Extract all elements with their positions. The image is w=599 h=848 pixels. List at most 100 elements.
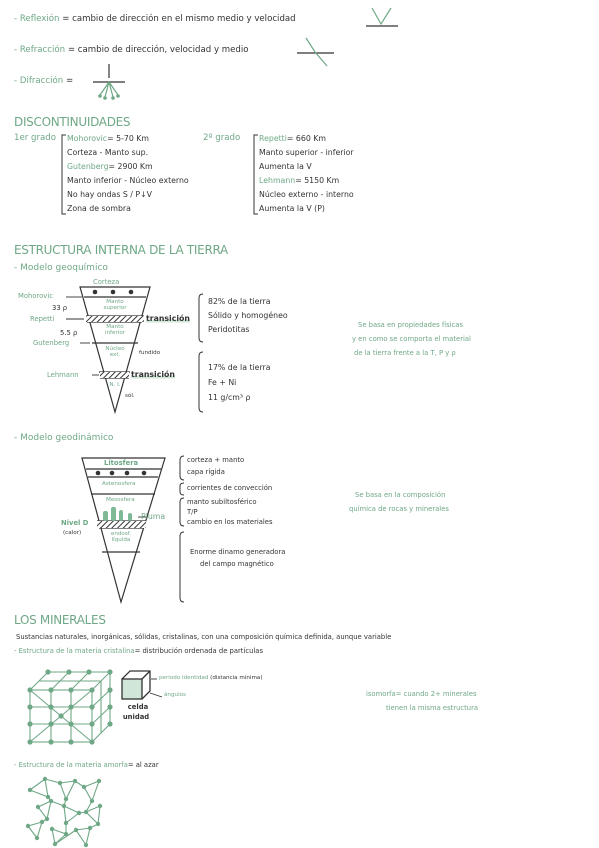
periodo-line: periodo identidad (distancia mínima): [159, 675, 263, 682]
angulos-label: ángulos: [164, 692, 186, 698]
first-line-1: Corteza - Manto sup.: [67, 148, 149, 157]
unit-cell-drawing: [121, 670, 151, 700]
manto-sup-label: Manto superior: [103, 299, 127, 311]
periodo-def: (distancia mínima): [210, 675, 263, 681]
celda-label-1: unidad: [122, 713, 150, 721]
reflexion-def: = cambio de dirección en el mismo medio …: [62, 14, 296, 24]
first-line-0: Mohorovic= 5-70 Km: [67, 135, 149, 143]
isomorfa-def: = cuando 2+ minerales: [395, 690, 477, 698]
geodinamico-title: - Modelo geodinámico: [14, 433, 114, 443]
amorfa-line: - Estructura de la materia amorfa= al az…: [14, 762, 159, 769]
lehmann-name: Lehmann: [259, 176, 296, 185]
geo-note1-1: Sólido y homogéneo: [208, 311, 288, 320]
geo-mohorovic-label: Mohorovic: [18, 292, 53, 300]
geo-side-0: Se basa en propiedades físicas: [358, 321, 463, 329]
first-line-2: Gutenberg= 2900 Km: [67, 163, 153, 171]
first-line-5: Zona de sombra: [67, 204, 131, 213]
cristalina-term: - Estructura de la materia cristalina: [14, 647, 135, 655]
reflexion-line: - Reflexión = cambio de dirección en el …: [14, 14, 296, 24]
transicion-1-label: transición: [146, 314, 190, 323]
minerales-definicion: Sustancias naturales, inorgánicas, sólid…: [16, 633, 392, 641]
litosfera-label: Litosfera: [104, 459, 139, 467]
periodo-term: periodo identidad: [159, 675, 209, 681]
endosfera-label: endosf. líquida: [110, 531, 132, 543]
solido-label: sól.: [125, 393, 135, 399]
fundido-label: fundido: [139, 350, 161, 356]
dyn-side-1: química de rocas y minerales: [349, 505, 449, 513]
geo-side-1: y en como se comporta el material: [352, 335, 471, 343]
astenosfera-label: Astenosfera: [102, 481, 136, 487]
isomorfa-line: isomorfa= cuando 2+ minerales: [366, 691, 477, 698]
nucleo-int-label: N. I.: [109, 382, 121, 388]
geo-note1-2: Peridotitas: [208, 325, 250, 334]
second-line-1: Manto superior - inferior: [259, 148, 354, 157]
geodynamic-cone-drawing: [81, 457, 166, 605]
repetti-value: = 660 Km: [286, 134, 326, 143]
dyn-side-0: Se basa en la composición: [355, 491, 446, 499]
first-line-4: No hay ondas S / P↓V: [67, 190, 152, 199]
pluma-label: Pluma: [141, 512, 166, 521]
lehmann-value: = 5150 Km: [295, 176, 340, 185]
amorfa-term: - Estructura de la materia amorfa: [14, 761, 128, 769]
reflexion-term: Reflexión: [19, 14, 60, 24]
repetti-name: Repetti: [259, 134, 287, 143]
refraction-icon: [297, 37, 334, 67]
discontinuidades-title: DISCONTINUIDADES: [14, 115, 131, 129]
second-line-5: Aumenta la V (P): [259, 204, 325, 213]
manto-inf-label: Manto inferior: [104, 324, 126, 336]
diffraction-icon: [93, 64, 125, 100]
first-grade-label: 1er grado: [14, 133, 56, 143]
mohorovic-value: = 5-70 Km: [107, 134, 149, 143]
second-line-0: Repetti= 660 Km: [259, 135, 326, 143]
cristalina-line: - Estructura de la materia cristalina= d…: [14, 648, 263, 655]
geo-repetti-label: Repetti: [30, 315, 55, 323]
geo-note1-0: 82% de la tierra: [208, 297, 271, 306]
mohorovic-name: Mohorovic: [67, 134, 108, 143]
dyn-note3-0: manto subiltosférico: [187, 498, 257, 506]
geo-note2-0: 17% de la tierra: [208, 363, 271, 372]
celda-label-0: celda: [127, 703, 149, 711]
isomorfa-term: isomorfa: [366, 690, 396, 698]
geo-note2-2: 11 g/cm³ ρ: [208, 393, 251, 402]
gutenberg-value: = 2900 Km: [108, 162, 153, 171]
transicion-2-label: transición: [131, 370, 175, 379]
dyn-note4-1: del campo magnético: [200, 560, 274, 568]
minerales-title: LOS MINERALES: [14, 613, 106, 627]
dyn-note3-2: cambio en los materiales: [187, 518, 273, 526]
geo-gutenberg-label: Gutenberg: [33, 339, 70, 347]
refraccion-line: - Refracción = cambio de dirección, velo…: [14, 45, 249, 55]
difraccion-line: - Difracción =: [14, 76, 74, 86]
nivel-d-label: Nivel D: [61, 519, 89, 527]
dyn-note1-0: corteza + manto: [187, 456, 245, 464]
geo-55p-label: 5.5 ρ: [60, 329, 78, 337]
cristalina-def: = distribución ordenada de partículas: [134, 647, 263, 655]
second-grade-label: 2º grado: [203, 133, 241, 143]
dyn-note2-0: corrientes de convección: [187, 484, 273, 492]
difraccion-term: Difracción: [19, 76, 64, 86]
second-line-2: Aumenta la V: [259, 162, 312, 171]
amorphous-structure-drawing: [27, 778, 101, 847]
amorfa-def: = al azar: [127, 761, 159, 769]
dyn-note3-1: T/P: [187, 508, 198, 516]
difraccion-def: =: [65, 76, 74, 86]
reflection-icon: [366, 7, 398, 27]
calor-label: (calor): [63, 530, 82, 536]
dyn-note1-1: capa rígida: [187, 468, 225, 476]
geoquimico-title: - Modelo geoquímico: [14, 263, 108, 273]
dyn-note4-0: Enorme dinamo generadora: [190, 548, 286, 556]
refraccion-term: Refracción: [19, 45, 66, 55]
nucleo-ext-label: Núcleo ext.: [105, 346, 125, 358]
second-line-4: Núcleo externo - interno: [259, 190, 354, 199]
geo-33p-label: 33 ρ: [52, 304, 68, 312]
mesosfera-label: Mesosfera: [106, 497, 135, 503]
gutenberg-name: Gutenberg: [67, 162, 109, 171]
geo-lehmann-label: Lehmann: [47, 371, 79, 379]
transicion-1-text: transición: [146, 314, 190, 323]
transicion-2-text: transición: [131, 370, 175, 379]
estructura-title: ESTRUCTURA INTERNA DE LA TIERRA: [14, 243, 228, 257]
corteza-label: Corteza: [93, 278, 120, 286]
geo-side-2: de la tierra frente a la T, P y ρ: [354, 349, 456, 357]
refraccion-def: = cambio de dirección, velocidad y medio: [67, 45, 249, 55]
isomorfa-line2: tienen la misma estructura: [386, 704, 479, 712]
